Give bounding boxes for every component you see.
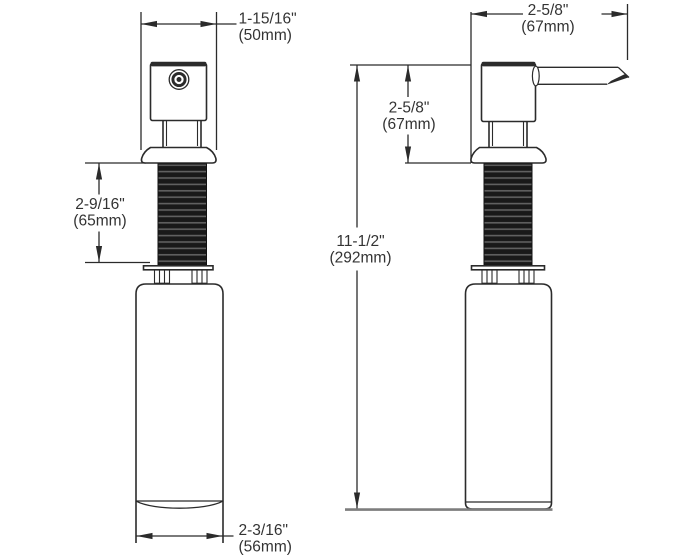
dimension-spout-reach: 2-5/8" (67mm) [470,2,629,163]
dimension-head-width: 1-15/16" (50mm) [140,11,297,150]
escutcheon-flange [140,146,217,164]
pump-head [470,61,630,164]
side-view: 2-5/8" (67mm) 11-1/2" (292mm) 2-5/8" (67… [329,2,630,511]
arrowhead-down-icon [95,246,103,262]
arrowhead-down-icon [404,146,412,163]
arrowhead-right-icon [611,10,628,18]
dimension-label-metric: (292mm) [329,250,391,267]
dimension-label-imperial: 2-5/8" [528,2,569,19]
dimension-label-imperial: 11-1/2" [336,233,384,250]
arrowhead-left-icon [136,532,153,540]
bottle-base-arc [136,500,223,509]
head-top-edge [150,61,207,67]
arrowhead-down-icon [353,492,361,509]
arrowhead-left-icon [471,10,487,18]
arrowhead-up-icon [95,163,103,180]
front-view: 1-15/16" (50mm) 2-9/16" (65mm) [73,11,296,556]
dimension-label-metric: (65mm) [73,213,126,230]
dimension-label-metric: (67mm) [382,116,435,133]
nozzle-inner-ring [171,71,187,88]
dimension-label-metric: (50mm) [239,27,292,44]
lock-tab [191,269,208,284]
dimension-overall-height: 11-1/2" (292mm) [329,64,471,509]
bottle [135,283,224,543]
neck-outline [162,120,202,148]
mounting-nut [470,264,546,284]
dimension-head-height: 2-5/8" (67mm) [382,65,471,164]
dimension-bottle-width: 2-3/16" (56mm) [136,522,292,556]
threaded-shank [483,163,533,267]
spout-joint [531,65,540,87]
lock-plate [470,264,546,271]
lock-tab [518,269,535,284]
dimension-label-imperial: 2-9/16" [75,196,124,213]
bottle [464,283,553,510]
mounting-nut [142,264,214,284]
lock-tab-lines [158,269,166,284]
lock-tab [153,269,171,284]
arrowhead-up-icon [353,65,361,82]
lock-tab-lines [486,269,493,284]
dimension-label-metric: (56mm) [239,539,292,556]
dimension-label-imperial: 2-3/16" [239,522,288,539]
head-body [480,62,537,123]
neck-detail-lines [165,120,199,146]
dimension-label-imperial: 1-15/16" [239,11,297,28]
spout-outlet-wedge [606,73,629,85]
lock-plate [142,264,214,271]
head-top-edge [481,61,536,67]
dimension-shank-length: 2-9/16" (65mm) [73,162,150,264]
arrowhead-up-icon [404,65,412,82]
bottle-outline [135,283,224,543]
dimension-label-metric: (67mm) [521,19,574,36]
arrowhead-right-icon [206,532,223,540]
threaded-shank [157,163,207,267]
pump-head [140,61,217,164]
nozzle [168,69,190,90]
neck-outline [488,121,528,148]
lock-tab-lines [196,269,203,284]
arrowhead-left-icon [141,20,157,28]
escutcheon-flange [470,146,547,164]
neck-detail-lines [491,121,525,146]
bottle-outline [464,283,553,510]
spout [531,65,630,87]
dimension-label-imperial: 2-5/8" [389,100,430,117]
arrowhead-right-icon [200,20,217,28]
lock-tab [481,269,498,284]
lock-tab-lines [523,269,530,284]
nozzle-outlet-dot [176,77,182,82]
